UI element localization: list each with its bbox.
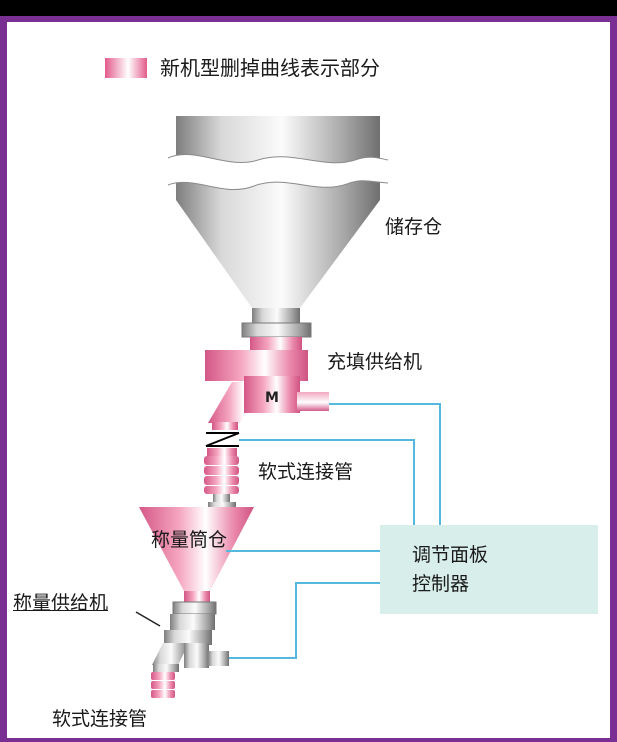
flex-connector-top bbox=[204, 448, 239, 509]
wire-fill-feeder bbox=[329, 403, 441, 525]
wire-valve bbox=[239, 439, 415, 525]
flex-connector-bottom-label: 软式连接管 bbox=[52, 708, 148, 730]
storage-bin-label: 储存仓 bbox=[385, 216, 443, 238]
weigh-bin-label: 称量筒仓 bbox=[151, 529, 228, 551]
storage-bin bbox=[167, 116, 389, 338]
top-bar bbox=[0, 0, 617, 22]
flex-connector-top-label: 软式连接管 bbox=[258, 461, 354, 483]
control-wires bbox=[226, 403, 441, 659]
valve-symbol bbox=[205, 432, 240, 447]
legend-swatch bbox=[105, 58, 147, 78]
fill-feeder bbox=[205, 337, 329, 430]
legend-label: 新机型删掉曲线表示部分 bbox=[160, 56, 380, 80]
control-panel-line-1: 调节面板 bbox=[412, 544, 489, 566]
motor-label: M bbox=[265, 390, 279, 406]
weigh-feeder-label: 称量供给机 bbox=[13, 592, 109, 614]
control-panel: 调节面板 控制器 bbox=[380, 525, 598, 614]
control-panel-line-2: 控制器 bbox=[412, 573, 470, 595]
weigh-bin bbox=[139, 507, 254, 615]
fill-feeder-label: 充填供给机 bbox=[327, 351, 423, 373]
wire-weigh-feeder bbox=[229, 582, 380, 659]
weigh-feeder bbox=[135, 611, 229, 672]
flex-connector-bottom bbox=[151, 672, 175, 698]
